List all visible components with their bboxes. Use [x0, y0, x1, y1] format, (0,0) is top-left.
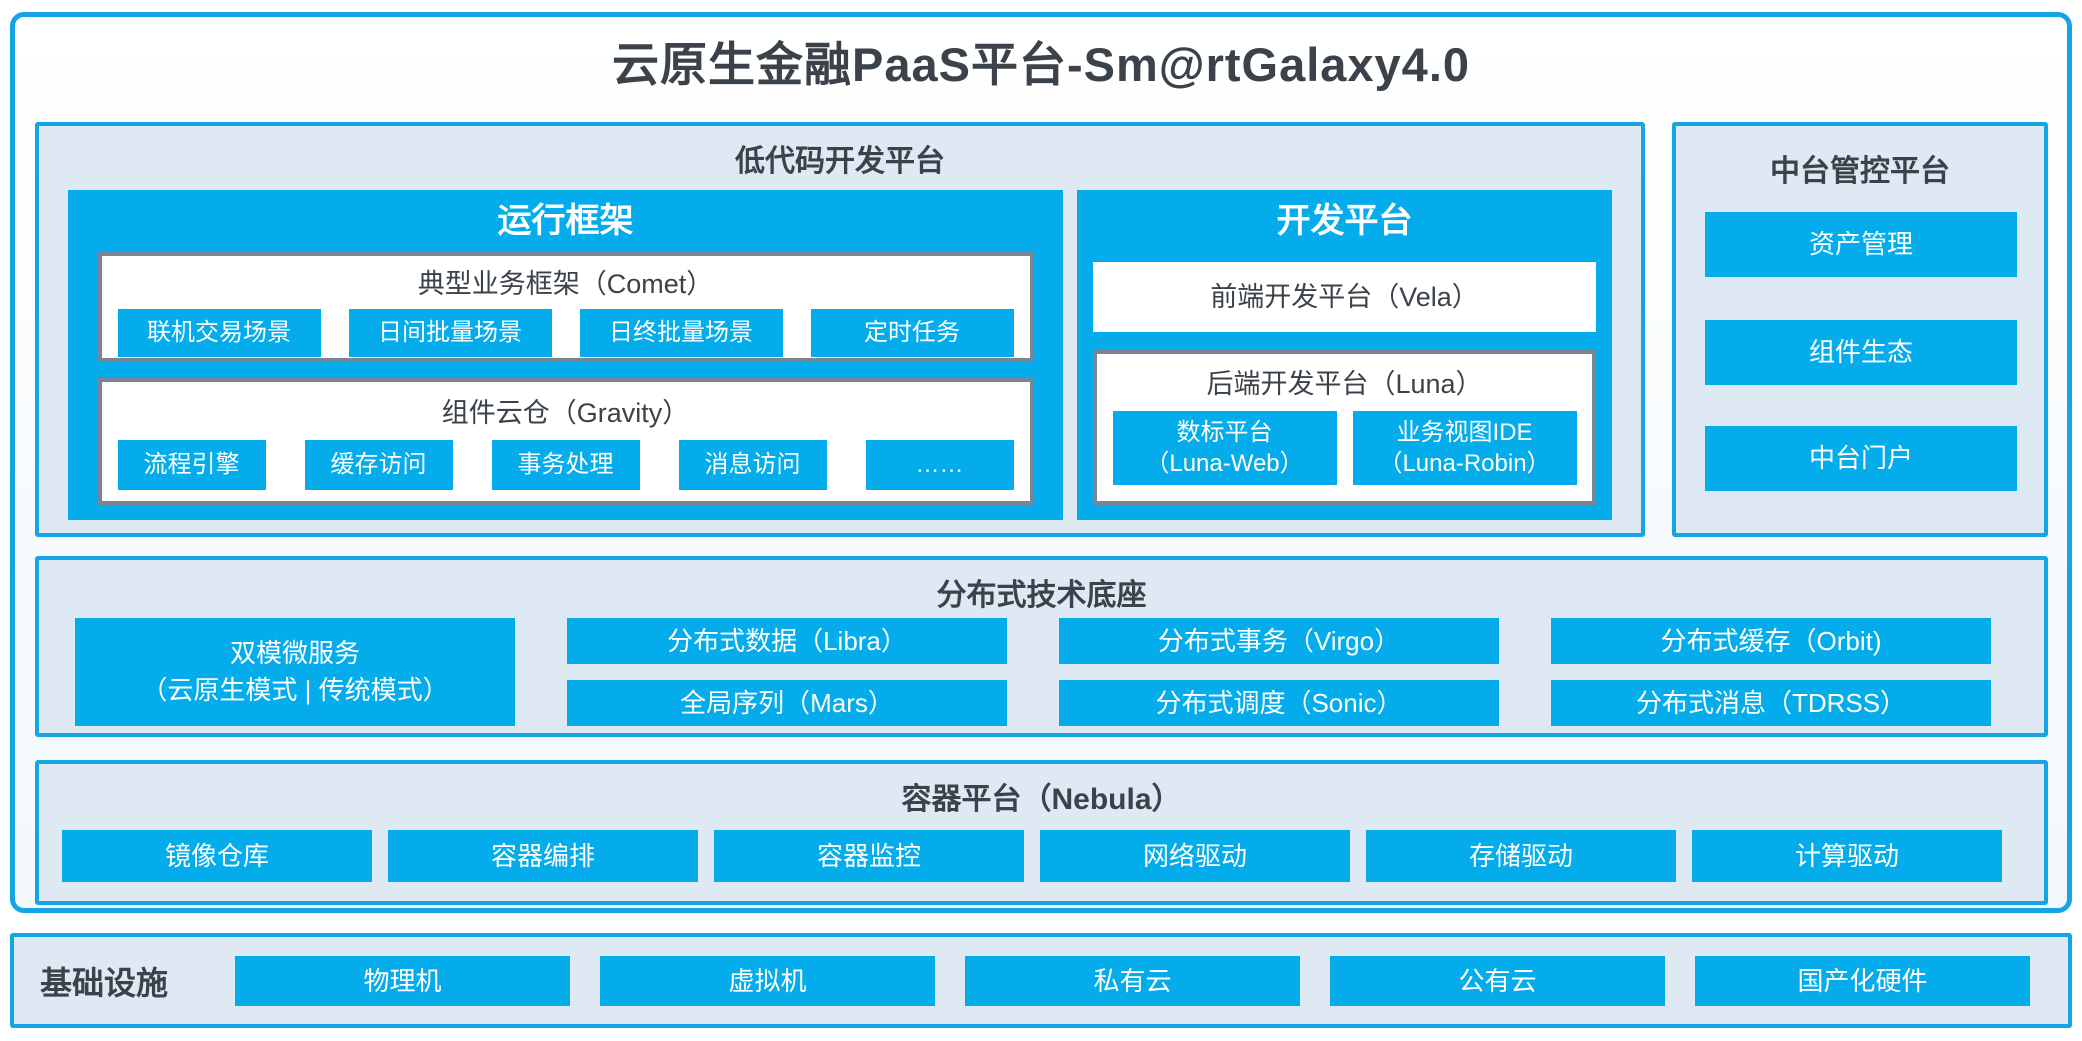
comet-title: 典型业务框架（Comet）	[417, 269, 714, 299]
lowcode-title: 低代码开发平台	[735, 145, 945, 178]
infrastructure-item: 物理机	[235, 956, 570, 1006]
distributed-item: 分布式调度（Sonic）	[1059, 680, 1499, 726]
distributed-item: 分布式消息（TDRSS）	[1551, 680, 1991, 726]
mid-platform-item: 组件生态	[1705, 320, 2017, 385]
runtime-title: 运行框架	[497, 202, 634, 240]
runtime-block: 运行框架 典型业务框架（Comet） 联机交易场景 日间批量场景 日终批量场景 …	[68, 190, 1063, 520]
panel-distributed: 分布式技术底座 双模微服务 （云原生模式 | 传统模式） 分布式数据（Libra…	[35, 556, 2048, 737]
distributed-item: 分布式数据（Libra）	[567, 618, 1007, 664]
infrastructure-item: 公有云	[1330, 956, 1665, 1006]
distributed-column: 分布式数据（Libra） 全局序列（Mars）	[567, 618, 1007, 726]
container-item: 存储驱动	[1366, 830, 1676, 882]
container-item: 网络驱动	[1040, 830, 1350, 882]
luna-items-row: 数标平台 （Luna-Web） 业务视图IDE （Luna-Robin）	[1097, 411, 1592, 485]
distributed-item: 分布式缓存（Orbit)	[1551, 618, 1991, 664]
luna-item-sub: （Luna-Robin）	[1378, 450, 1551, 477]
comet-item: 日终批量场景	[579, 309, 783, 357]
comet-item: 联机交易场景	[117, 309, 321, 357]
mid-platform-title: 中台管控平台	[1770, 155, 1950, 188]
distributed-column: 分布式事务（Virgo） 分布式调度（Sonic）	[1059, 618, 1499, 726]
page-title: 云原生金融PaaS平台-Sm@rtGalaxy4.0	[611, 38, 1471, 91]
panel-container-platform: 容器平台（Nebula） 镜像仓库 容器编排 容器监控 网络驱动 存储驱动 计算…	[35, 760, 2048, 905]
distributed-title: 分布式技术底座	[936, 579, 1147, 612]
panel-mid-platform: 中台管控平台 资产管理 组件生态 中台门户	[1672, 122, 2048, 537]
gravity-title: 组件云仓（Gravity）	[441, 398, 690, 428]
container-items-row: 镜像仓库 容器编排 容器监控 网络驱动 存储驱动 计算驱动	[62, 830, 2002, 882]
luna-item-name: 数标平台	[1176, 419, 1273, 446]
luna-item: 业务视图IDE （Luna-Robin）	[1352, 411, 1577, 485]
comet-box: 典型业务框架（Comet） 联机交易场景 日间批量场景 日终批量场景 定时任务	[97, 252, 1034, 362]
gravity-item-ellipsis: ……	[865, 440, 1014, 490]
infrastructure-items-row: 物理机 虚拟机 私有云 公有云 国产化硬件	[235, 956, 2030, 1006]
luna-item-sub: （Luna-Web）	[1145, 450, 1304, 477]
distributed-item: 分布式事务（Virgo）	[1059, 618, 1499, 664]
vela-box: 前端开发平台（Vela）	[1093, 262, 1596, 332]
container-item: 镜像仓库	[62, 830, 372, 882]
dual-mode-line2: （云原生模式 | 传统模式）	[141, 675, 449, 705]
mid-platform-item: 资产管理	[1705, 212, 2017, 277]
luna-item: 数标平台 （Luna-Web）	[1112, 411, 1337, 485]
luna-item-name: 业务视图IDE	[1396, 419, 1533, 446]
infrastructure-item: 私有云	[965, 956, 1300, 1006]
gravity-item: 缓存访问	[304, 440, 453, 490]
container-item: 容器编排	[388, 830, 698, 882]
comet-items-row: 联机交易场景 日间批量场景 日终批量场景 定时任务	[102, 309, 1030, 357]
container-item: 计算驱动	[1692, 830, 2002, 882]
gravity-items-row: 流程引擎 缓存访问 事务处理 消息访问 ……	[102, 440, 1030, 490]
gravity-box: 组件云仓（Gravity） 流程引擎 缓存访问 事务处理 消息访问 ……	[97, 378, 1034, 505]
gravity-item: 消息访问	[678, 440, 827, 490]
dual-mode-microservice: 双模微服务 （云原生模式 | 传统模式）	[75, 618, 515, 726]
distributed-item: 全局序列（Mars）	[567, 680, 1007, 726]
distributed-row: 双模微服务 （云原生模式 | 传统模式） 分布式数据（Libra） 全局序列（M…	[75, 618, 1991, 726]
infrastructure-title: 基础设施	[40, 964, 169, 1001]
panel-lowcode: 低代码开发平台 运行框架 典型业务框架（Comet） 联机交易场景 日间批量场景…	[35, 122, 1645, 537]
dev-title: 开发平台	[1276, 202, 1413, 240]
luna-box: 后端开发平台（Luna） 数标平台 （Luna-Web） 业务视图IDE （Lu…	[1093, 350, 1596, 505]
mid-platform-item: 中台门户	[1705, 426, 2017, 491]
gravity-item: 流程引擎	[117, 440, 266, 490]
container-platform-title: 容器平台（Nebula）	[901, 783, 1182, 816]
luna-title: 后端开发平台（Luna）	[1206, 369, 1483, 399]
comet-item: 定时任务	[810, 309, 1014, 357]
infrastructure-item: 国产化硬件	[1695, 956, 2030, 1006]
infrastructure-item: 虚拟机	[600, 956, 935, 1006]
comet-item: 日间批量场景	[348, 309, 552, 357]
panel-infrastructure: 基础设施 物理机 虚拟机 私有云 公有云 国产化硬件	[10, 933, 2072, 1028]
distributed-column: 分布式缓存（Orbit) 分布式消息（TDRSS）	[1551, 618, 1991, 726]
dev-block: 开发平台 前端开发平台（Vela） 后端开发平台（Luna） 数标平台 （Lun…	[1077, 190, 1612, 520]
container-item: 容器监控	[714, 830, 1024, 882]
dual-mode-line1: 双模微服务	[229, 638, 360, 668]
gravity-item: 事务处理	[491, 440, 640, 490]
